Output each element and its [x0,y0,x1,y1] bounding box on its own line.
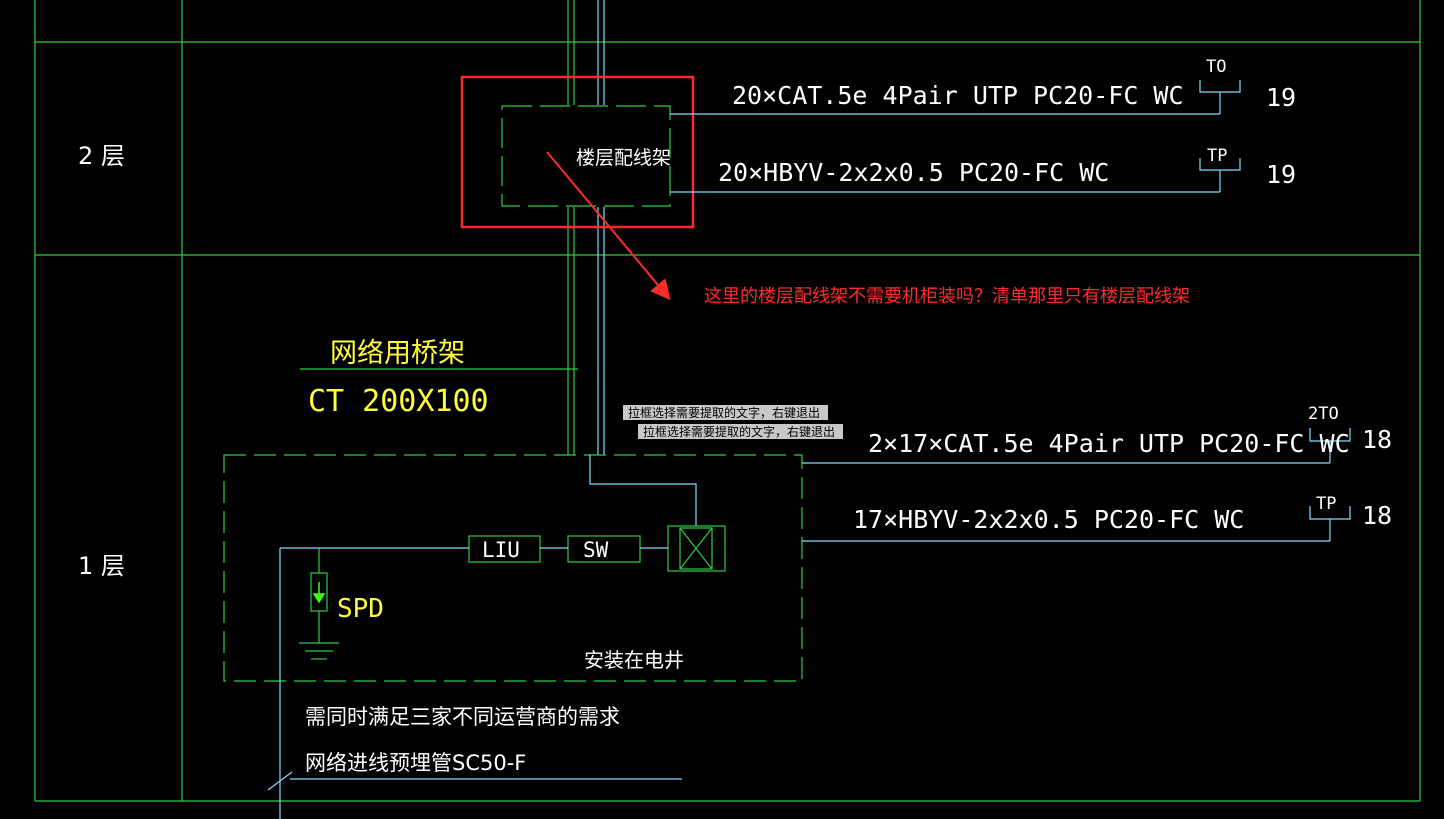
conduit-note: 网络进线预埋管SC50-F [305,751,526,775]
lower-line2-cable: 17×HBYV-2x2x0.5 PC20-FC WC [853,505,1244,534]
lower-line2-count: 18 [1362,501,1392,530]
requirement-note: 需同时满足三家不同运营商的需求 [305,705,620,729]
floor-2-label: 2 层 [78,142,125,170]
spd-symbol[interactable] [299,548,339,660]
annotation-question: 这里的楼层配线架不需要机柜装吗？清单那里只有楼层配线架 [704,286,1190,307]
liu-label: LIU [482,538,520,562]
tray-name: 网络用桥架 [330,338,465,369]
lower-line1-outlet: 2TO [1308,404,1339,424]
lower-feeder-lines [802,428,1351,542]
upper-line2-count: 19 [1266,160,1296,189]
annotation-arrow [546,151,671,301]
riser-to-panel-wire [589,455,697,526]
lower-line2-outlet: TP [1316,494,1336,514]
floor-distribution-frame-box[interactable] [501,105,671,207]
tooltip-1-text: 拉框选择需要提取的文字，右键退出 [628,405,820,420]
floor-1-label: 1 层 [78,552,125,580]
spd-label: SPD [337,594,384,624]
lower-line1-cable: 2×17×CAT.5e 4Pair UTP PC20-FC WC [868,429,1350,458]
upper-line1-cable: 20×CAT.5e 4Pair UTP PC20-FC WC [732,81,1184,110]
sw-box[interactable] [567,535,641,563]
tooltip-2-text: 拉框选择需要提取的文字，右键退出 [643,424,835,439]
upper-line2-outlet: TP [1207,146,1227,166]
sw-label: SW [583,538,609,562]
upper-line1-count: 19 [1266,83,1296,112]
electrical-shaft-box[interactable] [223,454,803,682]
tray-spec: CT 200X100 [308,384,489,419]
lower-line1-count: 18 [1362,425,1392,454]
upper-line2-cable: 20×HBYV-2x2x0.5 PC20-FC WC [718,158,1109,187]
upper-line1-outlet: TO [1206,57,1226,77]
install-note: 安装在电井 [584,648,684,672]
spd-arrow-icon [312,582,326,604]
tooltip-2-box [638,424,843,439]
patch-panel-symbol[interactable] [667,525,726,572]
red-highlight-box [460,75,695,229]
upper-feeder-lines [670,80,1241,193]
floor-distribution-frame-label: 楼层配线架 [576,147,671,169]
riser-lines [567,0,605,455]
floor-grid [34,0,1421,802]
equipment-chain-wire [267,547,668,819]
liu-box[interactable] [468,535,541,563]
tooltip-1-box [623,405,828,420]
